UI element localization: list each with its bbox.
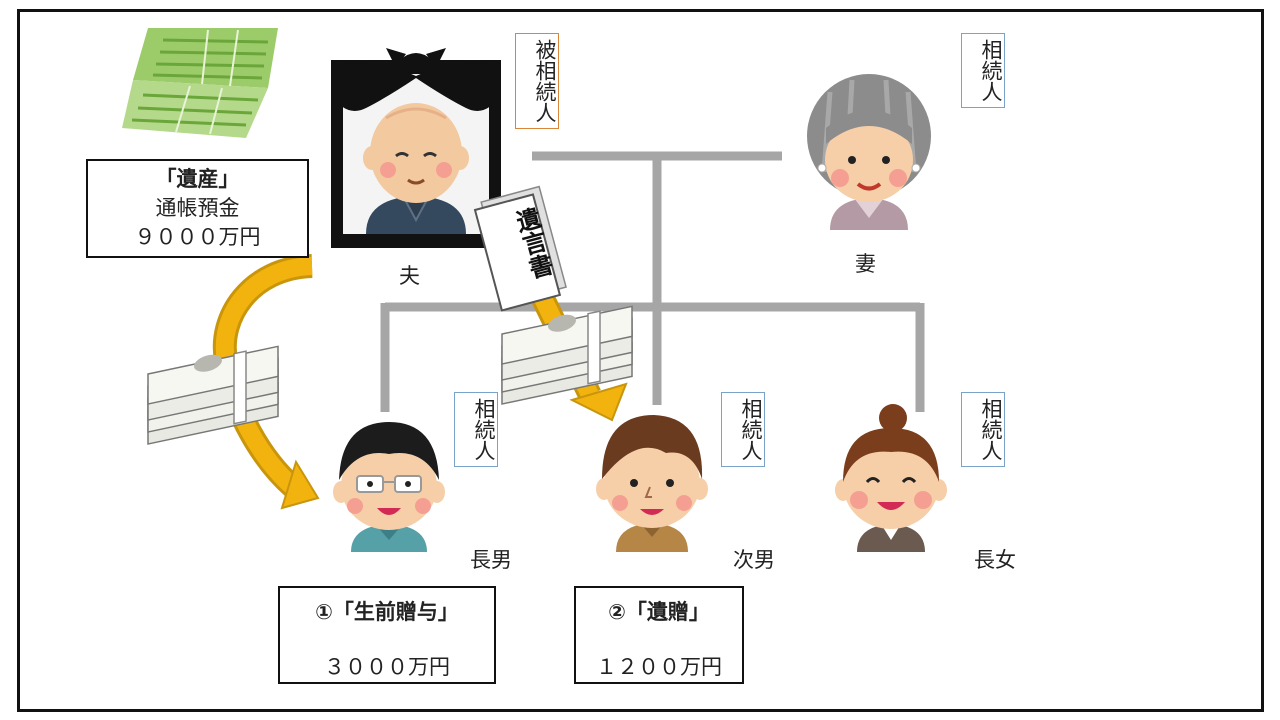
eldest-daughter-illustration xyxy=(835,404,947,552)
name-second-son: 次男 xyxy=(733,548,775,572)
role-label-eldest-daughter: 相続人 xyxy=(961,392,1005,467)
estate-box: 「遺産」 通帳預金 ９０００万円 xyxy=(86,159,309,258)
lifetime-gift-amount: ３０００万円 xyxy=(324,655,450,679)
estate-title: 「遺産」 xyxy=(155,167,240,191)
lifetime-gift-title: ①「生前贈与」 xyxy=(315,600,459,624)
name-husband: 夫 xyxy=(399,264,420,288)
husband-portrait xyxy=(331,48,501,248)
bequest-title: ②「遺贈」 xyxy=(608,600,710,624)
bankbook-icon xyxy=(122,28,278,138)
estate-amount: ９０００万円 xyxy=(134,225,261,249)
estate-item: 通帳預金 xyxy=(155,196,240,220)
name-eldest-son: 長男 xyxy=(470,548,512,572)
role-label-eldest-son: 相続人 xyxy=(454,392,498,467)
lifetime-gift-box: ①「生前贈与」 ３０００万円 xyxy=(278,586,496,684)
name-wife: 妻 xyxy=(855,252,876,276)
wife-illustration xyxy=(807,74,931,230)
name-eldest-daughter: 長女 xyxy=(974,548,1016,572)
bequest-amount: １２００万円 xyxy=(596,655,722,679)
role-label-second-son: 相続人 xyxy=(721,392,765,467)
eldest-son-illustration xyxy=(333,422,445,552)
role-label-wife: 相続人 xyxy=(961,33,1005,108)
bequest-box: ②「遺贈」 １２００万円 xyxy=(574,586,744,684)
will-document xyxy=(473,185,567,312)
role-label-husband: 被相続人 xyxy=(515,33,559,129)
second-son-illustration xyxy=(596,415,708,552)
